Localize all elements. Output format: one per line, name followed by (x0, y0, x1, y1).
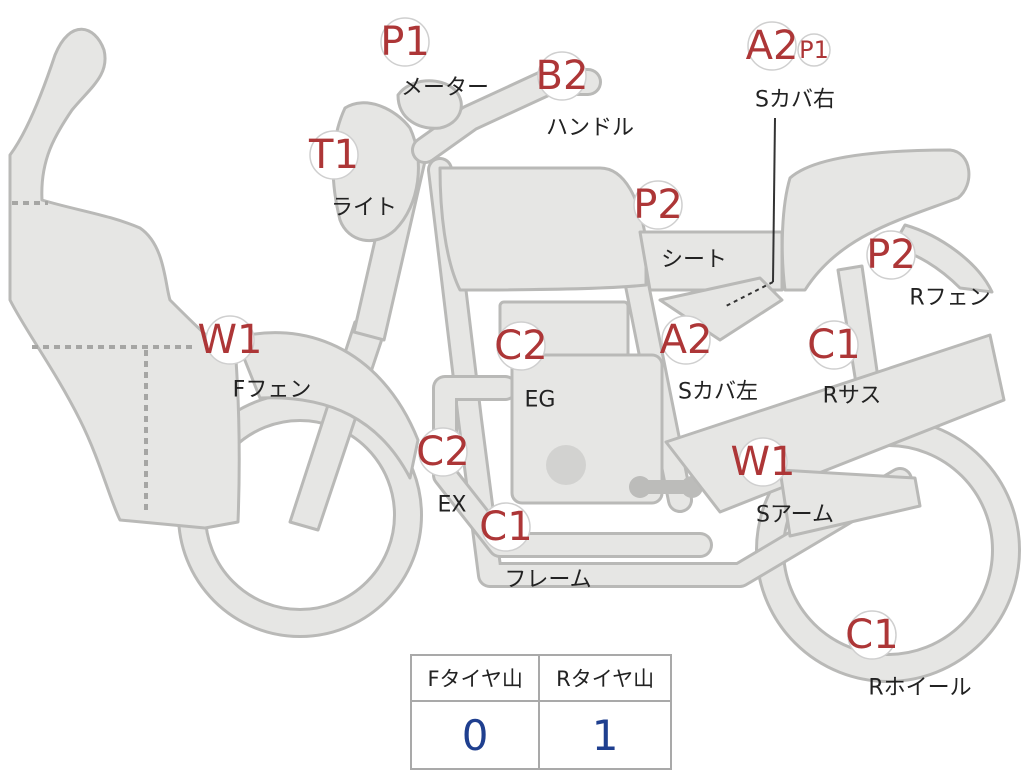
part-label: Rサス (823, 384, 882, 409)
part-label: メーター (401, 76, 489, 101)
badge-p1-meter: P1 メーター (380, 17, 489, 101)
badge-code: C2 (416, 429, 469, 475)
rear-tire-tread-header: Rタイヤ山 (538, 654, 672, 702)
badge-c2-engine: C2 EG (494, 321, 556, 413)
part-label: Sカバ右 (755, 88, 835, 113)
badge-t1-light: T1 ライト (308, 130, 397, 221)
badge-c2-exhaust: C2 EX (416, 427, 470, 518)
badge-code: C1 (807, 322, 860, 368)
badge-code: T1 (308, 132, 359, 178)
badge-code: C1 (845, 612, 898, 658)
badge-w1-swingarm: W1 Sアーム (731, 437, 834, 528)
badge-c1-frame: C1 フレーム (479, 502, 592, 593)
part-label: フレーム (504, 568, 591, 593)
tail-cowl (780, 148, 971, 292)
badge-code: P2 (866, 232, 916, 278)
leader-line (772, 117, 776, 283)
tire-tread-header-row: Fタイヤ山 Rタイヤ山 (409, 654, 672, 702)
tire-tread-value-row: 0 1 (409, 700, 672, 770)
part-label: Fフェン (233, 378, 312, 403)
badge-code: W1 (198, 317, 263, 363)
badge-extra-code: P1 (799, 36, 829, 64)
badge-a2-sidecover-left: A2 Sカバ左 (660, 315, 758, 405)
tire-tread-table: Fタイヤ山 Rタイヤ山 0 1 (409, 654, 672, 770)
part-label: ハンドル (546, 116, 634, 141)
meter (396, 79, 463, 130)
part-label: シート (661, 248, 727, 273)
badge-c1-rsus: C1 Rサス (807, 320, 882, 409)
badge-c1-rwheel: C1 Rホイール (845, 610, 972, 701)
fuel-tank (438, 166, 648, 292)
part-label: Sカバ左 (678, 380, 758, 405)
part-label: Rフェン (909, 286, 990, 311)
badge-code: P2 (633, 182, 683, 228)
part-label: Rホイール (868, 676, 971, 701)
badge-code: C1 (479, 504, 532, 550)
badge-code: A2 (660, 317, 713, 363)
badge-p2-rfender: P2 Rフェン (866, 230, 991, 311)
front-tire-tread-value: 0 (409, 700, 541, 770)
badge-a2-sidecover-right: A2 P1 Sカバ右 (746, 21, 835, 113)
seat (638, 230, 784, 292)
badge-code: B2 (536, 53, 589, 99)
rear-tire-tread-value: 1 (538, 700, 672, 770)
front-fender (234, 331, 420, 480)
badge-b2-handle: B2 ハンドル (536, 51, 634, 141)
leader-line-dashed (725, 281, 774, 307)
badge-code: C2 (494, 323, 547, 369)
badge-w1-ffender: W1 Fフェン (198, 315, 312, 403)
footrest (629, 476, 703, 498)
badge-code: W1 (731, 439, 796, 485)
fairing-seams (12, 201, 192, 512)
part-label: EX (438, 493, 467, 518)
badge-code: A2 (746, 23, 799, 69)
fairing (8, 27, 241, 530)
badge-code: P1 (380, 19, 430, 65)
front-tire-tread-header: Fタイヤ山 (409, 654, 541, 702)
part-label: ライト (331, 196, 397, 221)
part-label: EG (525, 388, 556, 413)
chain-guard (778, 468, 922, 538)
badge-p2-seat: P2 シート (633, 180, 727, 273)
part-label: Sアーム (756, 503, 834, 528)
